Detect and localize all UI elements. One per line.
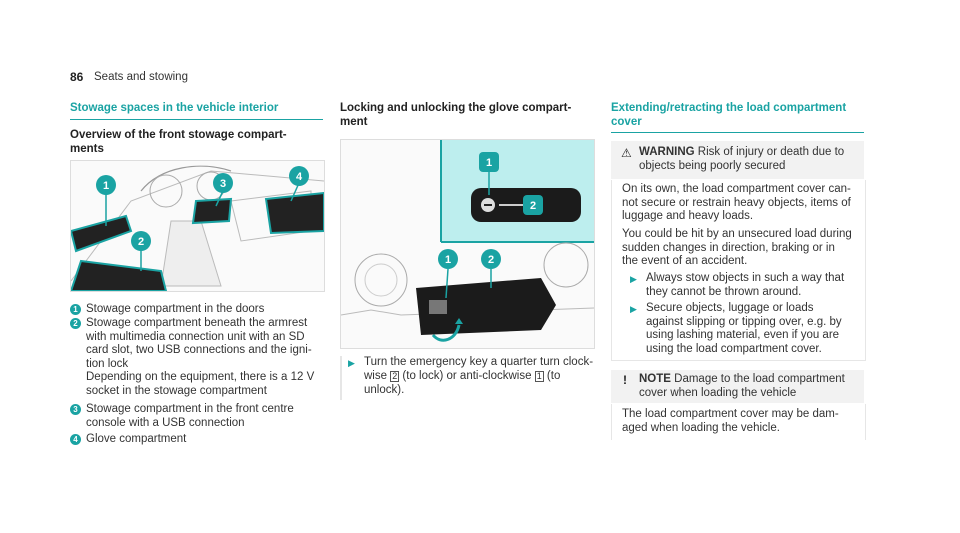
warning-title: WARNING Risk of injury or death due to (639, 146, 844, 160)
list-text: Stowage compartment in the front centre (86, 403, 294, 415)
list-text: Glove compartment (86, 433, 187, 445)
page-number: 86 (70, 70, 84, 84)
callout-4-label: 4 (296, 171, 303, 183)
callout-2 (131, 231, 151, 251)
list-text: card slot, two USB connections and the i… (86, 344, 312, 356)
callout-4 (289, 166, 309, 186)
warning-bullet-text: using lashing material, even if you are (646, 329, 840, 341)
heading-rule (70, 119, 323, 120)
warning-label: WARNING (639, 146, 695, 158)
warning-text: You could be hit by an unsecured load du… (622, 228, 852, 240)
subheading-overview-l2: ments (70, 143, 104, 155)
callout-1 (438, 249, 458, 269)
list-text: Depending on the equipment, there is a 1… (86, 371, 315, 383)
list-text: socket in the stowage compartment (86, 384, 267, 397)
section-heading-load-cover-l1: Extending/retracting the load compartmen… (611, 102, 847, 114)
section-heading-load-cover-l2: cover (611, 116, 642, 128)
note-exclamation-icon: ! (623, 373, 627, 387)
key-position-1: 1 (534, 371, 544, 382)
warning-triangle-icon: ⚠ (621, 146, 632, 160)
instruction-text: wise 2 (to lock) or anti-clockwise 1 (to (364, 370, 560, 384)
callout-1-label: 1 (486, 157, 492, 169)
interior-illustration: 1 2 3 4 (70, 160, 325, 292)
warning-bullet-text: against slipping or tipping over, e.g. b… (646, 315, 842, 328)
section-heading-glovebox-l1: Locking and unlocking the glove compart- (340, 102, 572, 114)
callout-1-label: 1 (445, 254, 451, 266)
callout-1 (479, 152, 499, 172)
callout-2-label: 2 (488, 254, 494, 266)
list-number: 2 (70, 318, 81, 329)
warning-title-panel: ⚠ WARNING Risk of injury or death due to… (611, 141, 864, 179)
step-arrow-icon: ▶ (348, 358, 355, 368)
list-number: 3 (70, 404, 81, 415)
callout-1 (96, 175, 116, 195)
warning-title-text: Risk of injury or death due to (694, 146, 845, 158)
callout-2-label: 2 (138, 236, 144, 248)
instruction-text-part: wise (364, 370, 391, 382)
warning-body: On its own, the load compartment cover c… (611, 180, 866, 361)
bullet-arrow-icon: ▶ (630, 304, 637, 314)
note-label: NOTE (639, 373, 671, 385)
note-title-text: Damage to the load compartment (670, 373, 845, 385)
instruction-text: unlock). (364, 384, 405, 396)
instruction-text-part: (to lock) or anti-clockwise (399, 370, 535, 382)
warning-text: not secure or restrain heavy objects, it… (622, 196, 851, 209)
page-section-title: Seats and stowing (94, 71, 188, 83)
list-number: 1 (70, 304, 81, 315)
step-bar (340, 356, 342, 400)
instruction-text-part: (to (543, 370, 561, 382)
warning-text: luggage and heavy loads. (622, 210, 754, 222)
subheading-overview-l1: Overview of the front stowage compart- (70, 129, 287, 141)
glovebox-illustration: 1 2 1 2 (340, 139, 595, 349)
note-text: The load compartment cover may be dam- (622, 408, 839, 420)
section-heading-glovebox-l2: ment (340, 116, 368, 128)
list-text: Stowage compartment beneath the armrest (86, 317, 308, 329)
warning-bullet-text: using the load compartment cover. (646, 342, 822, 355)
list-number: 4 (70, 434, 81, 445)
callout-2 (523, 195, 543, 215)
warning-bullet-text: Secure objects, luggage or loads (646, 302, 814, 314)
bullet-arrow-icon: ▶ (630, 274, 637, 284)
warning-title-text: objects being poorly secured (639, 160, 786, 172)
warning-text: On its own, the load compartment cover c… (622, 183, 851, 195)
callout-2 (481, 249, 501, 269)
note-title-panel: ! NOTE Damage to the load compartment co… (611, 370, 864, 403)
callout-3-label: 3 (220, 178, 226, 190)
callout-2-label: 2 (530, 200, 536, 212)
heading-rule (611, 132, 864, 133)
instruction-text: Turn the emergency key a quarter turn cl… (364, 356, 594, 368)
callout-1-label: 1 (103, 180, 109, 192)
note-title: NOTE Damage to the load compartment (639, 373, 845, 387)
note-text: aged when loading the vehicle. (622, 421, 780, 434)
note-title-text: cover when loading the vehicle (639, 387, 797, 399)
note-body: The load compartment cover may be dam- a… (611, 404, 866, 440)
key-position-2: 2 (390, 371, 400, 382)
warning-text: the event of an accident. (622, 255, 748, 267)
list-text: tion lock (86, 357, 129, 370)
section-heading-stowage: Stowage spaces in the vehicle interior (70, 102, 279, 114)
warning-bullet-text: Always stow objects in such a way that (646, 272, 845, 284)
warning-bullet-text: they cannot be thrown around. (646, 285, 802, 298)
list-text: Stowage compartment in the doors (86, 303, 265, 315)
instruction-step: ▶ Turn the emergency key a quarter turn … (340, 356, 593, 400)
list-text: console with a USB connection (86, 416, 245, 429)
callout-3 (213, 173, 233, 193)
list-text: with multimedia connection unit with an … (86, 330, 305, 343)
warning-text: sudden changes in direction, braking or … (622, 241, 835, 254)
